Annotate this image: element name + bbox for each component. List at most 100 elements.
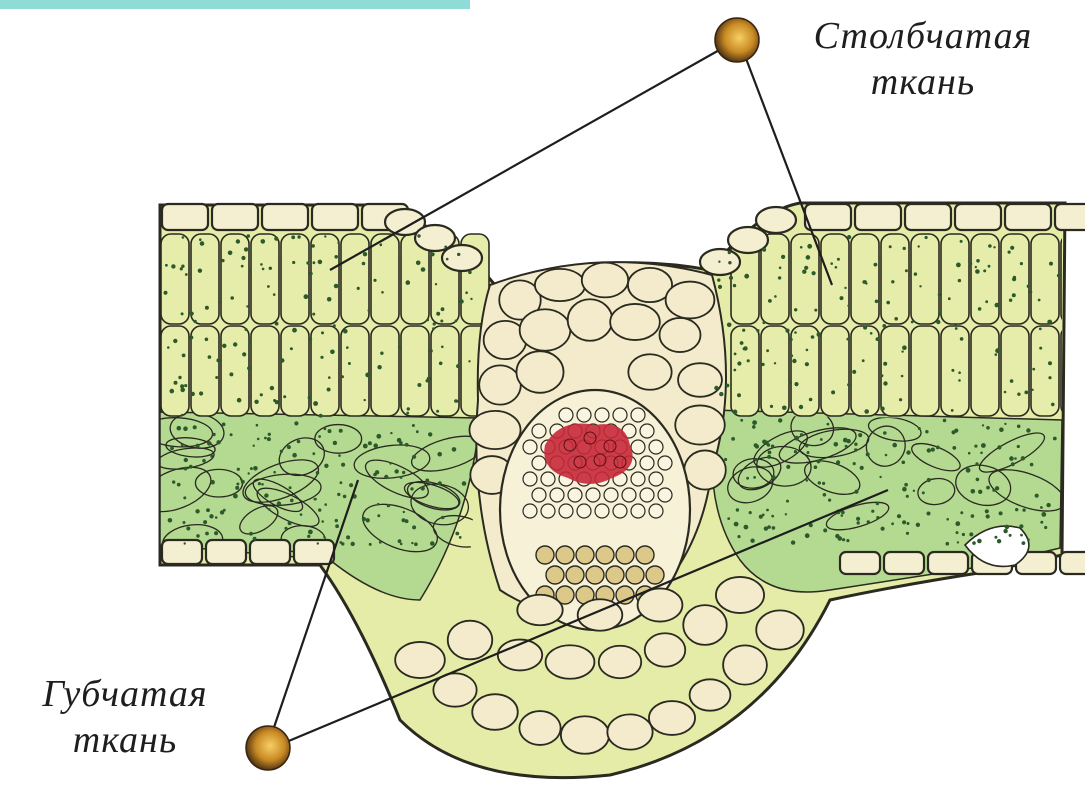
palisade-cell xyxy=(851,234,879,324)
chloroplast-dot xyxy=(436,312,440,316)
bundle-cell xyxy=(640,488,654,502)
chloroplast-dot xyxy=(927,478,931,482)
chloroplast-dot xyxy=(807,451,810,454)
chloroplast-dot xyxy=(165,264,168,267)
label-spongy-line2: ткань xyxy=(0,718,250,764)
chloroplast-dot xyxy=(400,476,403,479)
chloroplast-dot xyxy=(805,444,808,447)
chloroplast-dot xyxy=(737,535,740,538)
chloroplast-dot xyxy=(468,271,472,275)
chloroplast-dot xyxy=(328,376,331,379)
chloroplast-dot xyxy=(452,447,457,452)
chloroplast-dot xyxy=(1009,534,1012,537)
chloroplast-dot xyxy=(919,285,921,287)
palisade-cell xyxy=(341,234,369,324)
chloroplast-dot xyxy=(724,458,727,461)
chloroplast-dot xyxy=(742,329,745,332)
chloroplast-dot xyxy=(205,532,209,536)
chloroplast-dot xyxy=(847,439,851,443)
palisade-cell xyxy=(881,326,909,416)
chloroplast-dot xyxy=(309,272,313,276)
chloroplast-dot xyxy=(249,532,253,536)
chloroplast-dot xyxy=(846,539,849,542)
chloroplast-dot xyxy=(245,328,248,331)
chloroplast-dot xyxy=(954,324,957,327)
chloroplast-dot xyxy=(761,363,764,366)
chloroplast-dot xyxy=(1057,274,1060,277)
bundle-cell xyxy=(604,488,618,502)
chloroplast-dot xyxy=(428,432,432,436)
chloroplast-dot xyxy=(200,241,205,246)
chloroplast-dot xyxy=(955,327,958,330)
bundle-cell xyxy=(577,408,591,422)
chloroplast-dot xyxy=(324,427,327,430)
chloroplast-dot xyxy=(193,425,197,429)
chloroplast-dot xyxy=(791,540,795,544)
chloroplast-dot xyxy=(958,279,961,282)
chloroplast-dot xyxy=(820,438,823,441)
chloroplast-dot xyxy=(844,287,846,289)
bundle-cell xyxy=(613,408,627,422)
chloroplast-dot xyxy=(871,510,874,513)
bundle-cell xyxy=(622,488,636,502)
chloroplast-dot xyxy=(273,293,276,296)
chloroplast-dot xyxy=(936,446,940,450)
chloroplast-dot xyxy=(398,346,401,349)
chloroplast-dot xyxy=(387,504,390,507)
chloroplast-dot xyxy=(1010,246,1014,250)
chloroplast-dot xyxy=(167,346,170,349)
bundle-cell xyxy=(523,504,537,518)
chloroplast-dot xyxy=(1049,262,1053,266)
chloroplast-dot xyxy=(882,324,886,328)
chloroplast-dot xyxy=(312,452,315,455)
palisade-cell xyxy=(821,234,849,324)
chloroplast-dot xyxy=(960,511,963,514)
epidermis-cell xyxy=(928,552,968,574)
chloroplast-dot xyxy=(446,258,449,261)
chloroplast-dot xyxy=(457,253,460,256)
chloroplast-dot xyxy=(433,322,436,325)
chloroplast-dot xyxy=(975,266,977,268)
chloroplast-dot xyxy=(207,441,212,446)
chloroplast-dot xyxy=(343,329,348,334)
phloem-cell xyxy=(596,546,614,564)
bundle-cell xyxy=(649,440,663,454)
chloroplast-dot xyxy=(456,400,459,403)
chloroplast-dot xyxy=(885,454,888,457)
chloroplast-dot xyxy=(215,376,218,379)
lobe-cell xyxy=(716,577,764,613)
chloroplast-dot xyxy=(321,520,324,523)
chloroplast-dot xyxy=(235,486,239,490)
chloroplast-dot xyxy=(906,532,909,535)
chloroplast-dot xyxy=(395,469,399,473)
chloroplast-dot xyxy=(429,349,433,353)
chloroplast-dot xyxy=(248,341,251,344)
top-decor-strip xyxy=(0,0,470,9)
chloroplast-dot xyxy=(196,534,200,538)
chloroplast-dot xyxy=(806,349,809,352)
chloroplast-dot xyxy=(267,437,271,441)
chloroplast-dot xyxy=(237,398,242,403)
chloroplast-dot xyxy=(976,478,980,482)
epidermis-cell xyxy=(1055,204,1085,230)
chloroplast-dot xyxy=(253,537,257,541)
chloroplast-dot xyxy=(1053,437,1057,441)
chloroplast-dot xyxy=(1009,456,1014,461)
chloroplast-dot xyxy=(956,263,961,268)
chloroplast-dot xyxy=(435,283,437,285)
chloroplast-dot xyxy=(373,279,376,282)
chloroplast-dot xyxy=(214,531,218,535)
chloroplast-dot xyxy=(233,494,238,499)
chloroplast-dot xyxy=(835,266,838,269)
chloroplast-dot xyxy=(936,320,940,324)
chloroplast-dot xyxy=(363,444,368,449)
chloroplast-dot xyxy=(398,404,401,407)
chloroplast-dot xyxy=(346,535,350,539)
chloroplast-dot xyxy=(1040,506,1043,509)
chloroplast-dot xyxy=(995,303,1000,308)
chloroplast-dot xyxy=(184,542,186,544)
chloroplast-dot xyxy=(270,386,274,390)
epidermis-cell xyxy=(1005,204,1051,230)
chloroplast-dot xyxy=(853,462,856,465)
chloroplast-dot xyxy=(253,445,255,447)
